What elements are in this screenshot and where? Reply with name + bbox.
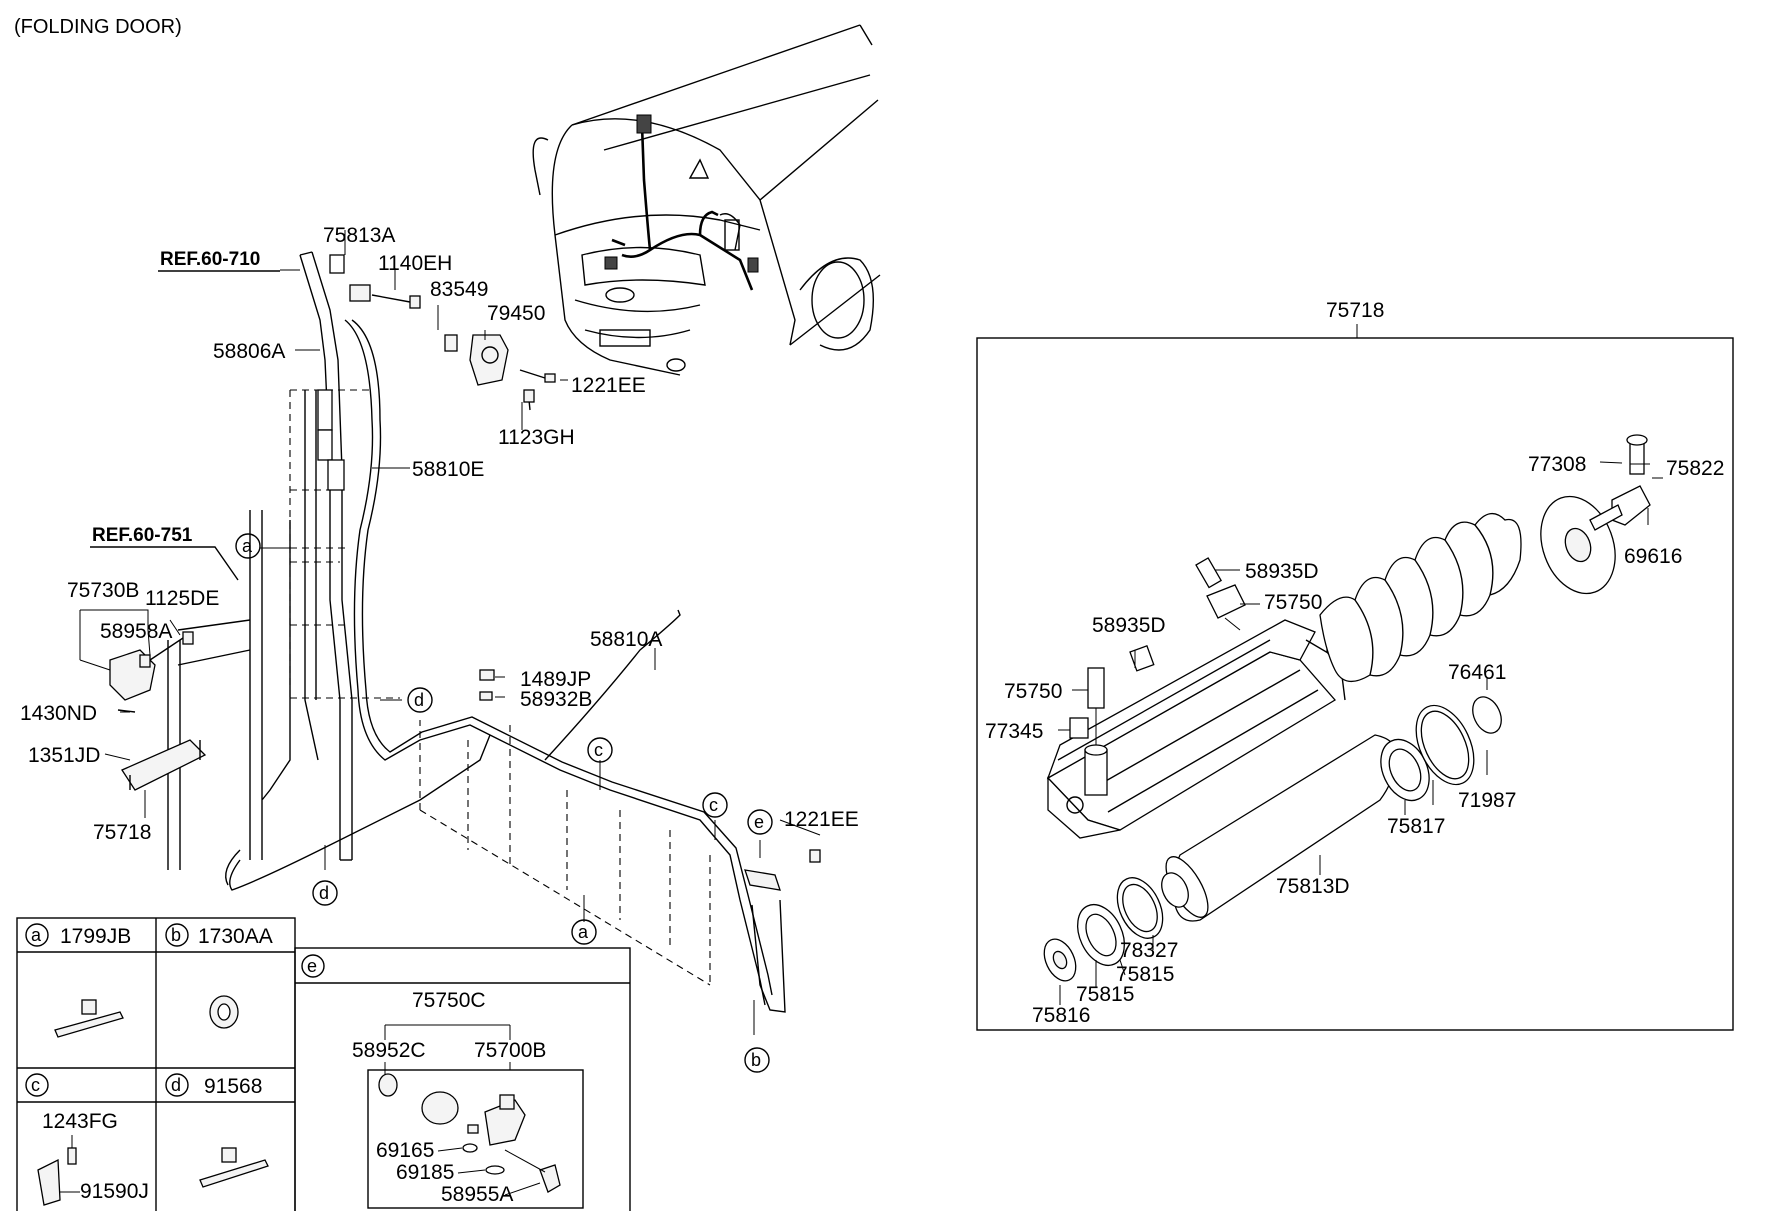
label-75718-left: 75718 [93, 821, 151, 844]
legend-a-letter: a [31, 925, 42, 945]
label-75750-top: 75750 [1264, 591, 1322, 614]
marker-e1: e [754, 812, 764, 832]
marker-a1: a [242, 536, 253, 556]
label-75816: 75816 [1032, 1004, 1090, 1027]
legend-c-part-top: 1243FG [42, 1110, 118, 1133]
label-83549: 83549 [430, 278, 488, 301]
legend-a-part: 1799JB [60, 925, 131, 948]
label-75813A: 75813A [323, 224, 395, 247]
label-76461: 76461 [1448, 661, 1506, 684]
legend-e-letter: e [307, 956, 317, 976]
marker-c1: c [594, 740, 603, 760]
legend-table: a 1799JB b 1730AA c 1243FG 91590J d 9156… [16, 917, 631, 1211]
hardware-parts [109, 254, 821, 891]
legend-e-assembly: 75750C [412, 989, 486, 1012]
label-58932B: 58932B [520, 688, 592, 711]
legend-e-sub2: 69185 [396, 1161, 454, 1184]
label-75815-a: 75815 [1116, 963, 1174, 986]
legend-b-letter: b [171, 925, 181, 945]
label-77345: 77345 [985, 720, 1043, 743]
door-rails [167, 251, 353, 870]
label-58958A: 58958A [100, 620, 172, 643]
legend-e-sub3: 58955A [441, 1183, 513, 1206]
marker-d2: d [319, 883, 329, 903]
label-1489JP: 1489JP [520, 668, 591, 691]
label-75730B: 75730B [67, 579, 139, 602]
legend-e-sub1: 69165 [376, 1139, 434, 1162]
dash-frames [289, 389, 711, 986]
leader-lines [79, 230, 821, 1035]
exploded-view: 75718 [976, 299, 1734, 1031]
label-69616: 69616 [1624, 545, 1682, 568]
legend-d-part: 91568 [204, 1075, 262, 1098]
legend-c-letter: c [31, 1075, 40, 1095]
exploded-assembly-label: 75718 [1326, 299, 1384, 322]
label-75813D: 75813D [1276, 875, 1350, 898]
label-79450: 79450 [487, 302, 545, 325]
label-1140EH: 1140EH [378, 252, 452, 275]
label-75815-b: 75815 [1076, 983, 1134, 1006]
legend-b-part: 1730AA [198, 925, 273, 948]
legend-c-part-bottom: 91590J [80, 1180, 149, 1203]
legend-e-right: 75700B [474, 1039, 546, 1062]
label-71987: 71987 [1458, 789, 1516, 812]
label-75817: 75817 [1387, 815, 1445, 838]
label-58935D-mid: 58935D [1092, 614, 1166, 637]
marker-c2: c [709, 795, 718, 815]
diagram-title: (FOLDING DOOR) [14, 16, 182, 38]
air-lines [225, 319, 786, 1013]
label-77308: 77308 [1528, 453, 1586, 476]
marker-b1: b [751, 1050, 761, 1070]
ref-60-751: REF.60-751 [92, 525, 193, 546]
legend-e-left: 58952C [352, 1039, 426, 1062]
legend-d-letter: d [171, 1075, 181, 1095]
label-78327: 78327 [1120, 939, 1178, 962]
label-75822: 75822 [1666, 457, 1724, 480]
label-58810A: 58810A [590, 628, 662, 651]
label-58806A: 58806A [213, 340, 285, 363]
label-1123GH: 1123GH [498, 426, 575, 449]
label-58810E: 58810E [412, 458, 484, 481]
circle-markers: a d d c c a e b [235, 533, 773, 1073]
label-58935D-top: 58935D [1245, 560, 1319, 583]
marker-d1: d [414, 690, 424, 710]
vehicle-illustration [532, 24, 881, 376]
label-75750-mid: 75750 [1004, 680, 1062, 703]
marker-a2: a [578, 922, 589, 942]
label-1125DE: 1125DE [145, 587, 219, 610]
label-1430ND: 1430ND [20, 702, 97, 725]
label-1221EE-right: 1221EE [784, 808, 859, 831]
label-1351JD: 1351JD [28, 744, 100, 767]
ref-60-710: REF.60-710 [160, 249, 260, 270]
label-1221EE-top: 1221EE [571, 374, 646, 397]
